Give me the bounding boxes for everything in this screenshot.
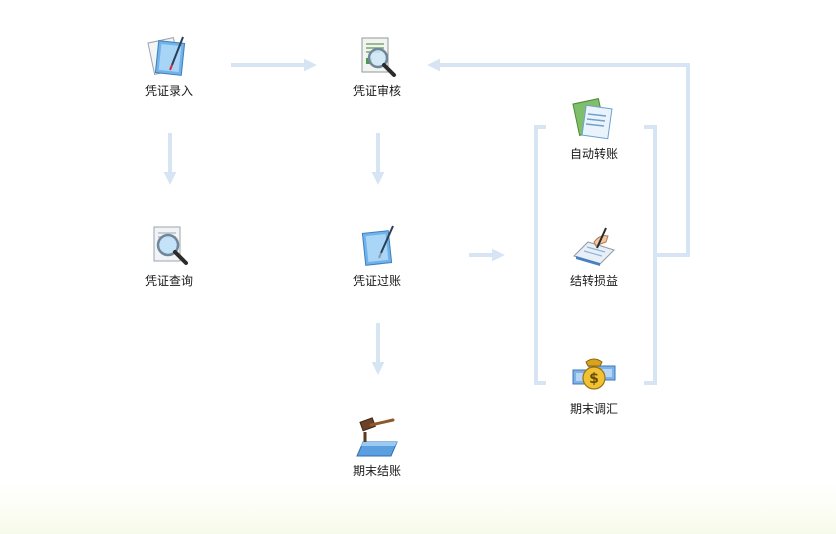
- arrow-group-to-review: [427, 58, 690, 257]
- voucher-posting-icon: [361, 225, 394, 266]
- period-end-closing-node[interactable]: 期末结账: [332, 414, 422, 479]
- period-end-adjust-node[interactable]: $ 期末调汇: [549, 352, 639, 417]
- voucher-entry-icon: [147, 36, 186, 76]
- voucher-entry-node[interactable]: 凭证录入: [124, 34, 214, 99]
- voucher-review-node[interactable]: 凭证审核: [332, 34, 422, 99]
- footer-band: [0, 482, 836, 534]
- bracket-left: [534, 125, 546, 385]
- voucher-query-node[interactable]: 凭证查询: [124, 224, 214, 289]
- voucher-query-icon: [153, 226, 188, 265]
- voucher-review-label: 凭证审核: [352, 84, 401, 98]
- exchange-adjust-icon: $: [572, 358, 616, 390]
- period-end-adjust-label: 期末调汇: [569, 402, 618, 416]
- voucher-review-icon: [361, 37, 396, 77]
- auto-transfer-node[interactable]: 自动转账: [549, 97, 639, 162]
- profit-loss-transfer-node[interactable]: 结转损益: [549, 224, 639, 289]
- voucher-posting-label: 凭证过账: [352, 274, 401, 288]
- svg-text:$: $: [589, 371, 599, 387]
- profit-loss-transfer-label: 结转损益: [569, 274, 618, 288]
- bracket-right: [644, 125, 657, 385]
- auto-transfer-icon: [572, 98, 613, 140]
- period-end-closing-label: 期末结账: [352, 464, 401, 478]
- auto-transfer-label: 自动转账: [569, 147, 618, 161]
- voucher-posting-node[interactable]: 凭证过账: [332, 224, 422, 289]
- voucher-query-label: 凭证查询: [144, 274, 193, 288]
- profit-loss-transfer-icon: [573, 227, 615, 266]
- voucher-entry-label: 凭证录入: [144, 84, 193, 98]
- period-end-closing-icon: [356, 417, 398, 457]
